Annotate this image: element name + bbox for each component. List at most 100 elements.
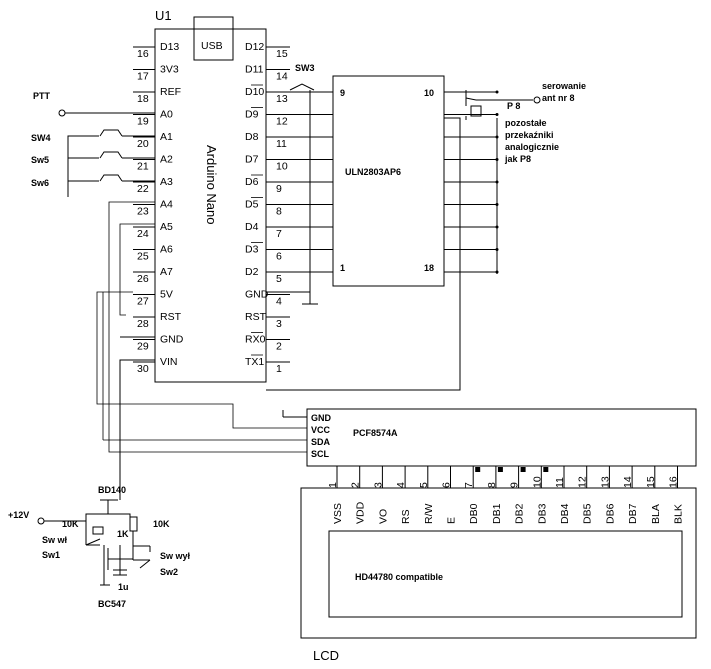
right-pin-number: 10 [276,161,288,173]
right-pin-label: D3 [245,244,259,256]
right-pin-label: D4 [245,221,259,233]
left-pin-label: A7 [160,266,173,278]
right-pin-number: 12 [276,116,288,128]
lcd-pin-number: 7 [463,482,475,488]
left-pin-label: A3 [160,176,173,188]
left-pin-label: A4 [160,199,173,211]
uln-pin18: 18 [424,263,434,273]
right-pin-number: 7 [276,228,282,240]
lcd-pin-number: 12 [577,476,589,488]
lcd-pin-number: 2 [350,482,362,488]
sw1-label: Sw1 [42,550,60,560]
lcd-pin-number: 14 [622,476,634,488]
right-pin-number: 11 [276,138,287,150]
right-pin-label: D12 [245,41,264,53]
relay-note1: pozostałe [505,118,547,128]
switch-sw4 [67,129,155,197]
sw3-label: SW3 [295,63,315,73]
lcd-pin-name: DB3 [536,503,548,524]
right-pin-label: D2 [245,266,259,278]
uln-pin10: 10 [424,88,434,98]
lcd-pin-name: E [446,517,458,524]
left-pin-label: GND [160,334,184,346]
relay-note2: przekaźniki [505,130,554,140]
right-pin-label: D9 [245,109,259,121]
lcd-pin-marker [543,467,549,472]
right-pin-number: 2 [276,341,282,353]
left-pin-number: 22 [137,183,149,195]
power-circuit [37,470,151,586]
arduino-nano-body [154,28,267,383]
uln-pin9: 9 [340,88,345,98]
sw6-label: Sw6 [31,178,49,188]
lcd-pin-number: 13 [599,476,611,488]
sw5-label: Sw5 [31,155,49,165]
lcd-pin-number: 16 [668,476,680,488]
r2-label: 1K [117,529,129,539]
ptt-label: PTT [33,91,51,101]
lcd-pin-name: VO [377,509,389,524]
usb-connector [193,16,234,61]
pcf-scl-wire [108,201,307,453]
lcd-pin-number: 1 [327,482,339,488]
left-pin-number: 29 [137,341,149,353]
r3-label: 10K [153,519,170,529]
right-pin-label: GND [245,289,269,301]
left-pin-number: 18 [137,93,149,105]
lcd-pin-number: 3 [372,482,384,488]
arduino-left-pins: 16D13173V318REF19A020A121A222A323A424A52… [133,41,184,375]
lcd-controller: HD44780 compatible [355,572,443,582]
uln-output-wires [290,90,499,274]
lcd-pin-number: 6 [441,482,453,488]
right-pin-number: 9 [276,183,282,195]
left-pin-number: 16 [137,48,149,60]
left-pin-number: 21 [137,161,149,173]
pcf-pin-vcc: VCC [311,425,331,435]
relay-note4: jak P8 [504,154,531,164]
lcd-pin-number: 4 [395,482,407,488]
sw-on-label: Sw wł [42,535,68,545]
lcd-pin-number: 11 [554,477,566,488]
right-pin-label: RX0 [245,334,266,346]
right-pin-number: 5 [276,273,282,285]
lcd-pin-name: RS [400,509,412,524]
lcd-pin-name: R/W [423,504,435,525]
left-pin-label: REF [160,86,181,98]
lcd-pin-marker [475,467,481,472]
pcf-sda-wire [102,223,307,441]
lcd-screen [328,530,683,618]
bc547-label: BC547 [98,599,126,609]
left-pin-label: VIN [160,356,178,368]
lcd-pins: 1VSS2VDD3VO4RS5R/W6E7DB08DB19DB210DB311D… [327,466,685,524]
left-pin-number: 28 [137,318,149,330]
right-pin-number: 6 [276,251,282,263]
lcd-pin-name: VDD [355,501,367,524]
lcd-pin-name: DB2 [514,503,526,524]
right-pin-label: RST [245,311,267,323]
left-pin-label: A2 [160,154,173,166]
relay-note3: analogicznie [505,142,559,152]
right-pin-label: D5 [245,199,259,211]
lcd-pin-number: 5 [418,482,430,488]
left-pin-label: A5 [160,221,173,233]
relay-line2: ant nr 8 [542,93,575,103]
pcf-name: PCF8574A [353,428,398,438]
left-pin-label: A1 [160,131,173,143]
left-pin-number: 30 [137,363,149,375]
uln-output-dot [495,113,499,116]
lcd-pin-number: 10 [531,476,543,488]
lcd-pin-number: 9 [509,482,521,488]
left-pin-number: 23 [137,206,149,218]
right-pin-label: D10 [245,86,264,98]
pcf-pin-gnd: GND [311,413,332,423]
right-pin-number: 3 [276,318,282,330]
switch-sw6 [68,174,155,182]
uln-frame-wire [266,90,461,391]
lcd-pin-name: DB0 [468,503,480,524]
u1-label: U1 [155,8,172,23]
right-pin-label: D6 [245,176,259,188]
bd140-label: BD140 [98,485,126,495]
lcd-pin-marker [497,467,503,472]
left-pin-label: A0 [160,109,173,121]
ptt-terminal [58,109,66,117]
